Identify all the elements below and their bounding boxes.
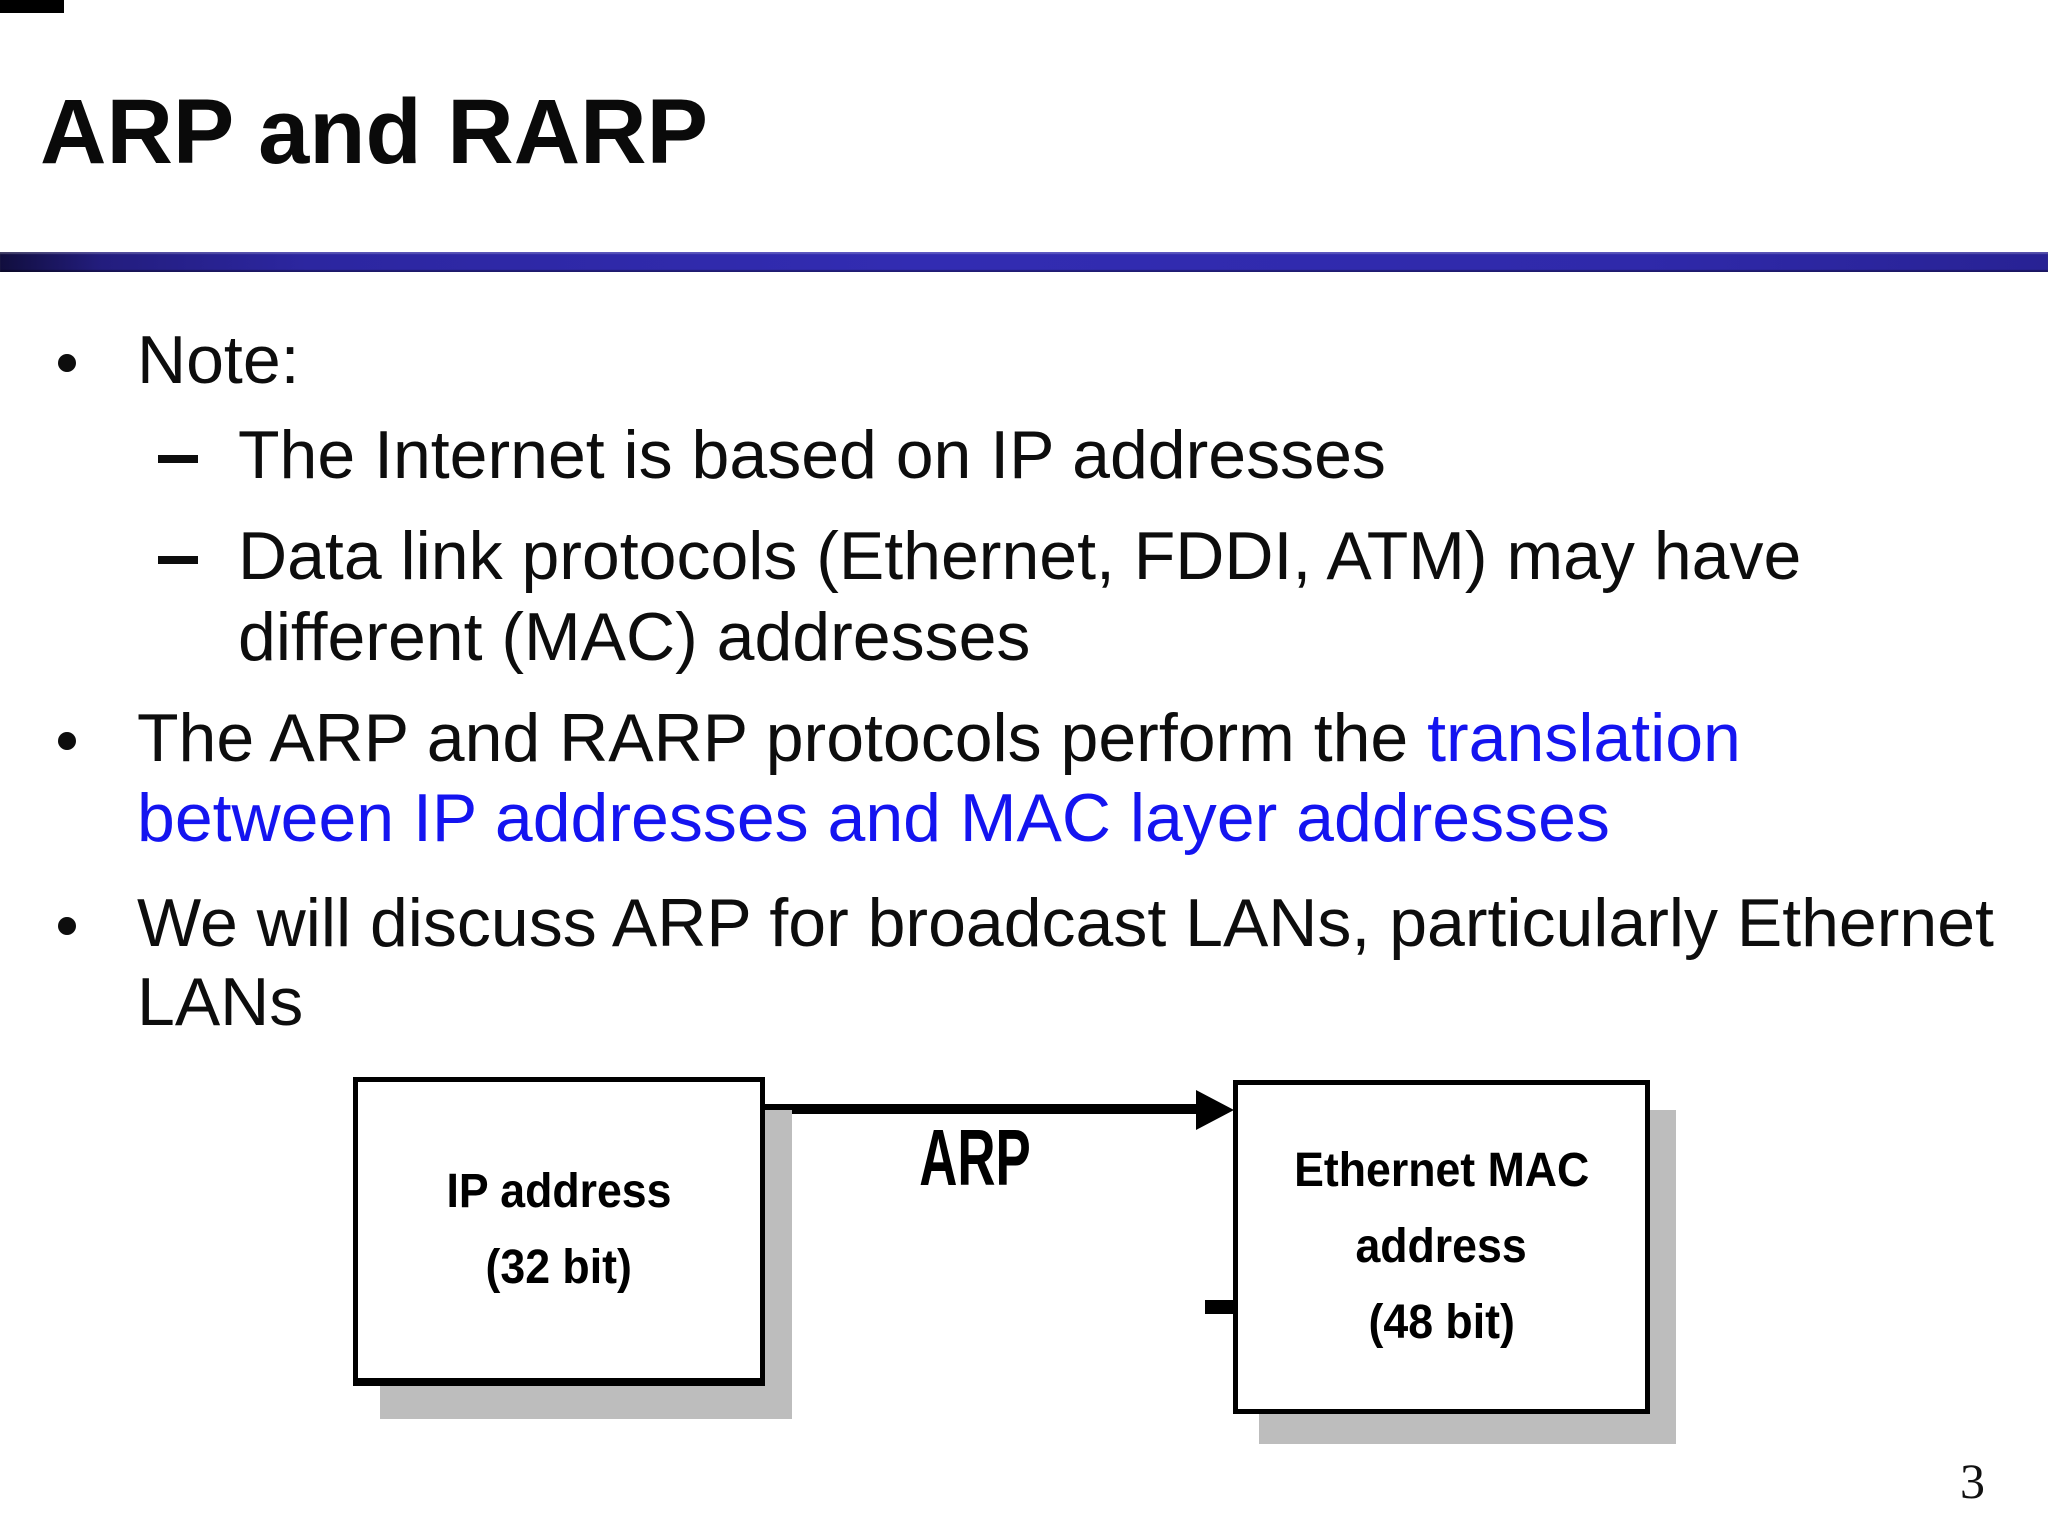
sub-bullet-dash-icon [158,556,198,564]
bullet-discuss-text2: LANs [137,964,304,1040]
corner-artifact [0,0,64,13]
mac-address-box-line1: Ethernet MAC [1293,1144,1590,1197]
arp-arrow-label: ARP [919,1113,1031,1202]
bullet-translation-blue: translation [1427,700,1741,776]
bullet-discuss-line1: We will discuss ARP for broadcast LANs, … [137,883,1994,963]
mac-address-box-line2: address [1355,1220,1528,1273]
sub-bullet-internet-text: The Internet is based on IP addresses [238,417,1386,493]
arp-arrow-head-icon [1196,1090,1234,1130]
ip-address-box-line1: IP address [446,1165,672,1218]
rarp-arrow-stub [1205,1300,1235,1314]
sub-bullet-internet: The Internet is based on IP addresses [238,415,1386,495]
mac-address-box: Ethernet MAC address (48 bit) [1233,1080,1650,1414]
bullet-dot-icon [58,917,76,935]
sub-bullet-datalink-line2: different (MAC) addresses [238,597,1030,677]
sub-bullet-dash-icon [158,455,198,463]
bullet-note: Note: [137,320,300,400]
bullet-dot-icon [58,354,76,372]
page-number: 3 [1960,1453,1985,1509]
title-divider-rule [0,252,2048,272]
bullet-translation-black: The ARP and RARP protocols perform the [137,700,1428,776]
sub-bullet-datalink-text2: different (MAC) addresses [238,599,1031,675]
bullet-translation-line1: The ARP and RARP protocols perform the t… [137,698,1741,778]
sub-bullet-datalink-text1: Data link protocols (Ethernet, FDDI, ATM… [238,518,1802,594]
bullet-dot-icon [58,732,76,750]
ip-address-box-line2: (32 bit) [485,1241,633,1294]
bullet-note-text: Note: [137,322,300,398]
bullet-discuss-text1: We will discuss ARP for broadcast LANs, … [137,885,1994,961]
bullet-discuss-line2: LANs [137,962,303,1042]
sub-bullet-datalink-line1: Data link protocols (Ethernet, FDDI, ATM… [238,516,1801,596]
ip-address-box: IP address (32 bit) [353,1077,765,1386]
bullet-translation-line2-text: between IP addresses and MAC layer addre… [137,780,1610,856]
slide-title: ARP and RARP [40,81,708,183]
bullet-translation-line2: between IP addresses and MAC layer addre… [137,778,1610,858]
arp-arrow-shaft [752,1104,1198,1114]
mac-address-box-line3: (48 bit) [1368,1296,1515,1349]
